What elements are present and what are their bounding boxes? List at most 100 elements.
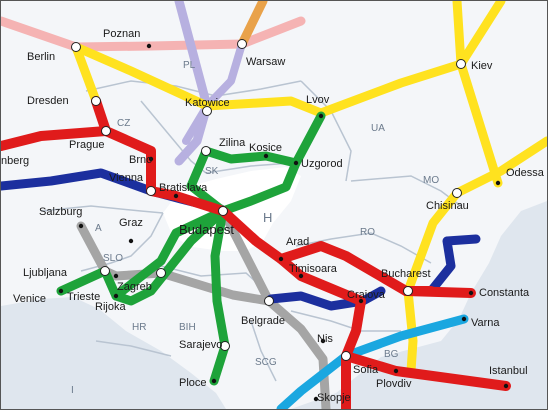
node-belgrade (264, 296, 274, 306)
country-label-bih: BIH (179, 322, 196, 333)
node-sofia (341, 351, 351, 361)
country-label-sk: SK (205, 166, 219, 177)
node-chisinau (452, 188, 462, 198)
city-label-berlin: Berlin (27, 51, 56, 63)
grey-corridor-3 (276, 351, 351, 409)
country-label-mo: MO (423, 175, 440, 186)
country-label-cz: CZ (117, 118, 131, 129)
city-label-vienna: Vienna (109, 172, 144, 184)
city-label-uzgorod: Uzgorod (301, 158, 343, 170)
node-warsaw (237, 39, 247, 49)
node-katowice (202, 106, 212, 116)
country-label-pl: PL (183, 60, 196, 71)
dot-uzgorod (293, 160, 299, 166)
dot-venice (58, 288, 64, 294)
country-label-scg: SCG (255, 357, 277, 368)
blue-corridor-3 (426, 234, 481, 296)
dot-istanbul (503, 383, 509, 389)
node-budapest (218, 206, 228, 216)
city-label-trieste: Trieste (67, 291, 101, 303)
dot-craiova (358, 298, 364, 304)
yellow-corridor-4 (403, 136, 547, 376)
city-label-belgrade: Belgrade (241, 315, 286, 327)
lavender-corridor (174, 1, 212, 166)
city-label-bucharest: Bucharest (381, 268, 431, 280)
dot-rijeka (113, 293, 119, 299)
yellow-corridor-2 (456, 59, 503, 188)
country-label-ua: UA (371, 123, 385, 134)
node-vienna (146, 186, 156, 196)
city-label-katowice: Katowice (185, 97, 230, 109)
grey-corridor-2 (218, 206, 274, 306)
city-dots (58, 43, 509, 402)
country-label-i: I (71, 385, 74, 396)
node-berlin (71, 42, 81, 52)
city-label-chisinau: Chisinau (426, 200, 469, 212)
adriatic-sea (1, 297, 226, 409)
city-label-bratislava: Bratislava (159, 182, 208, 194)
dot-constanta (468, 290, 474, 296)
city-label-prague: Prague (69, 139, 105, 151)
node-zilina (201, 146, 211, 156)
country-label-ro: RO (360, 227, 375, 238)
blue-corridor-2 (266, 286, 386, 311)
city-label-nberg: nberg (1, 155, 30, 167)
black-sea (471, 206, 547, 333)
orange-corridor (237, 1, 268, 49)
city-label-kiev: Kiev (471, 60, 493, 72)
node-sarajevo (220, 341, 230, 351)
dot-kosice (263, 153, 269, 159)
yellow-corridor (71, 1, 506, 118)
city-label-salzburg: Salzburg (39, 206, 83, 218)
dot-graz (128, 238, 134, 244)
city-label-venice: Venice (13, 293, 47, 305)
country-label-h: H (263, 210, 273, 225)
dot-timisoara (298, 273, 304, 279)
dot-bratislava (173, 193, 179, 199)
city-label-sofia: Sofia (353, 364, 379, 376)
dot-nis (320, 338, 326, 344)
green-corridor-2 (209, 206, 230, 386)
city-label-kosice: Kosice (249, 142, 283, 154)
city-label-istanbul: Istanbul (489, 365, 528, 377)
dot-ploce (211, 378, 217, 384)
node-zagreb (156, 268, 166, 278)
country-label-a: A (95, 223, 102, 234)
city-label-zilina: Zilina (219, 137, 246, 149)
city-label-sarajevo: Sarajevo (179, 339, 223, 351)
city-label-warsaw: Warsaw (246, 56, 286, 68)
city-label-ljubljana: Ljubljana (23, 267, 68, 279)
dot-brno (148, 156, 154, 162)
city-label-craiova: Craiova (347, 289, 385, 301)
city-label-skopje: Skopje (317, 392, 351, 404)
green-corridor-5 (111, 206, 228, 306)
dot-trieste (113, 273, 119, 279)
country-label-slo: SLO (103, 253, 124, 264)
city-label-odessa: Odessa (506, 167, 544, 179)
dot-odessa (495, 180, 501, 186)
city-label-dresden: Dresden (27, 95, 69, 107)
node-ljubljana (100, 266, 110, 276)
dot-poznan (146, 43, 152, 49)
city-label-graz: Graz (119, 217, 143, 229)
city-label-varna: Varna (471, 317, 500, 329)
city-label-rijeka: Rijoka (95, 301, 126, 313)
node-kiev (456, 59, 466, 69)
dot-lvov (318, 113, 324, 119)
dot-plovdiv (393, 368, 399, 374)
red-corridor (1, 96, 111, 151)
red-corridor-2 (101, 126, 476, 298)
city-nodes (71, 39, 466, 361)
city-label-constanta: Constanta (479, 287, 530, 299)
dot-salzburg (78, 223, 84, 229)
city-label-plovdiv: Plovdiv (376, 378, 412, 390)
city-label-lvov: Lvov (306, 94, 330, 106)
city-label-budapest: Budapest (179, 222, 234, 237)
city-label-brno: Brno (129, 154, 153, 166)
dot-arad (278, 256, 284, 262)
green-corridor-3 (201, 146, 301, 168)
dot-skopje (313, 396, 319, 402)
country-label-bg: BG (384, 349, 399, 360)
city-label-nis: Nis (317, 333, 333, 345)
